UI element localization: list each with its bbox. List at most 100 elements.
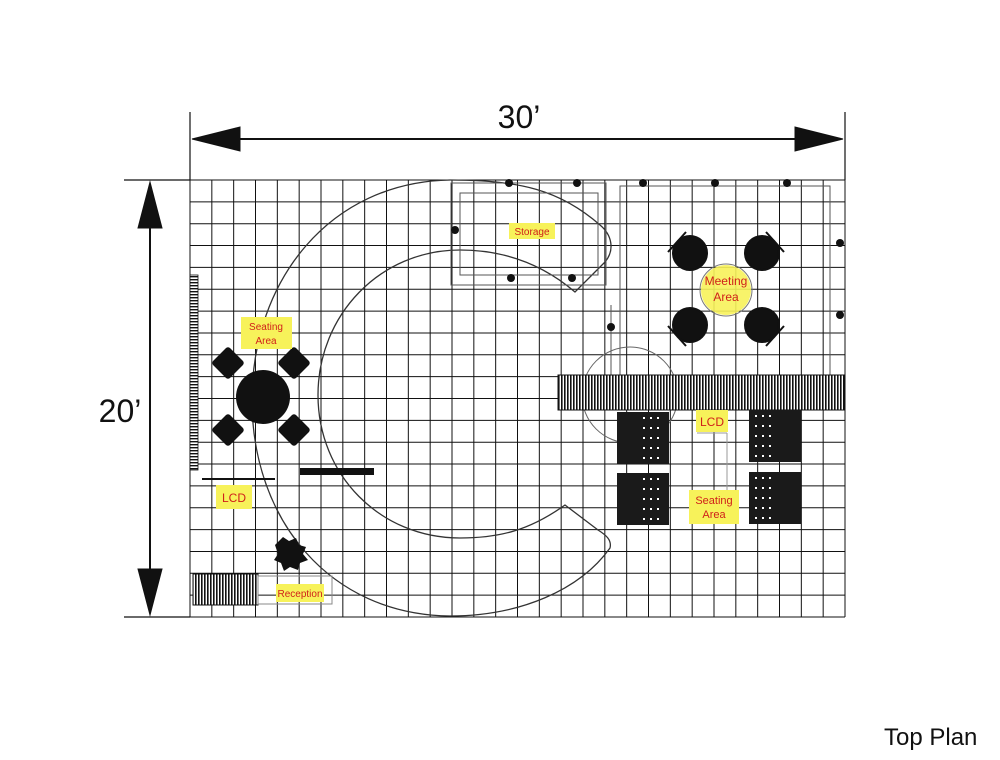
seat-dot bbox=[762, 445, 764, 447]
seat-dot bbox=[755, 435, 757, 437]
width-label: 30’ bbox=[498, 99, 541, 135]
label-lcd-right: LCD bbox=[696, 410, 728, 432]
seat-dot bbox=[643, 488, 645, 490]
seat-dot bbox=[769, 435, 771, 437]
seat-bench bbox=[749, 472, 801, 524]
c-shaped-counter bbox=[251, 179, 612, 617]
seat-dot bbox=[650, 417, 652, 419]
seat-dot bbox=[650, 457, 652, 459]
label-seating-left: Seating Area bbox=[241, 317, 292, 349]
seat-bench bbox=[749, 410, 801, 462]
plant-icon bbox=[274, 537, 308, 571]
post-icon bbox=[451, 226, 459, 234]
left-wall-panel bbox=[189, 274, 199, 471]
seat-dot bbox=[755, 497, 757, 499]
post-icon bbox=[573, 179, 581, 187]
seat-dot bbox=[657, 488, 659, 490]
seat-dot bbox=[657, 427, 659, 429]
seat-dot bbox=[650, 447, 652, 449]
seat-dot bbox=[762, 517, 764, 519]
svg-text:LCD: LCD bbox=[222, 491, 246, 505]
seat-dot bbox=[657, 508, 659, 510]
seat-dot bbox=[755, 487, 757, 489]
seat-dot bbox=[657, 478, 659, 480]
plan-caption: Top Plan bbox=[884, 724, 978, 751]
svg-text:Meeting: Meeting bbox=[705, 274, 748, 288]
seat-dot bbox=[650, 488, 652, 490]
chair-icon bbox=[278, 347, 310, 379]
post-icon bbox=[505, 179, 513, 187]
seat-dot bbox=[657, 437, 659, 439]
seat-dot bbox=[769, 517, 771, 519]
seat-dot bbox=[657, 518, 659, 520]
post-icon bbox=[639, 179, 647, 187]
seat-dot bbox=[762, 425, 764, 427]
seat-dot bbox=[643, 498, 645, 500]
seat-dot bbox=[643, 457, 645, 459]
label-seating-right: Seating Area bbox=[689, 490, 739, 524]
display-wall bbox=[557, 374, 846, 411]
seat-dot bbox=[755, 455, 757, 457]
seat-dot bbox=[643, 508, 645, 510]
seat-dot bbox=[650, 498, 652, 500]
label-storage: Storage bbox=[509, 223, 555, 239]
seat-dot bbox=[657, 447, 659, 449]
seat-dot bbox=[769, 425, 771, 427]
seat-dot bbox=[762, 487, 764, 489]
chair-icon bbox=[278, 414, 310, 446]
seat-dot bbox=[755, 517, 757, 519]
svg-text:Storage: Storage bbox=[514, 227, 549, 238]
seat-dot bbox=[762, 435, 764, 437]
label-meeting-area: Meeting Area bbox=[701, 265, 751, 315]
seat-dot bbox=[769, 497, 771, 499]
seat-dot bbox=[650, 427, 652, 429]
height-label: 20’ bbox=[99, 393, 142, 429]
svg-text:Area: Area bbox=[255, 336, 277, 347]
seat-dot bbox=[650, 437, 652, 439]
seat-dot bbox=[769, 477, 771, 479]
seat-dot bbox=[643, 417, 645, 419]
seat-dot bbox=[755, 477, 757, 479]
arrow-left-icon bbox=[191, 126, 241, 152]
chair-icon bbox=[672, 307, 708, 343]
seat-dot bbox=[769, 487, 771, 489]
seat-dot bbox=[643, 437, 645, 439]
chair-icon bbox=[744, 235, 780, 271]
seat-dot bbox=[657, 417, 659, 419]
label-reception: Reception bbox=[276, 584, 324, 602]
seat-dot bbox=[755, 445, 757, 447]
seat-dot bbox=[769, 415, 771, 417]
post-icon bbox=[711, 179, 719, 187]
arrow-down-icon bbox=[137, 568, 163, 617]
post-icon bbox=[836, 311, 844, 319]
seat-dot bbox=[769, 507, 771, 509]
post-icon bbox=[568, 274, 576, 282]
support-posts bbox=[451, 179, 844, 331]
chair-icon bbox=[672, 235, 708, 271]
seat-dot bbox=[650, 478, 652, 480]
seat-dot bbox=[762, 455, 764, 457]
seat-dot bbox=[643, 518, 645, 520]
seat-dot bbox=[755, 425, 757, 427]
seat-dot bbox=[650, 508, 652, 510]
chair-icon bbox=[212, 347, 244, 379]
post-icon bbox=[783, 179, 791, 187]
seating-blocks bbox=[617, 410, 801, 525]
svg-text:Seating: Seating bbox=[695, 495, 732, 507]
arrow-up-icon bbox=[137, 180, 163, 229]
seat-dot bbox=[657, 498, 659, 500]
svg-text:Area: Area bbox=[713, 290, 739, 304]
round-table bbox=[236, 370, 290, 424]
reception-counter bbox=[257, 575, 333, 605]
seat-dot bbox=[762, 415, 764, 417]
svg-text:Area: Area bbox=[702, 509, 726, 521]
seat-dot bbox=[762, 497, 764, 499]
post-icon bbox=[507, 274, 515, 282]
seat-dot bbox=[762, 507, 764, 509]
seat-dot bbox=[755, 415, 757, 417]
arrow-right-icon bbox=[794, 126, 844, 152]
seat-dot bbox=[643, 478, 645, 480]
label-lcd-left: LCD bbox=[216, 485, 252, 509]
post-icon bbox=[836, 239, 844, 247]
